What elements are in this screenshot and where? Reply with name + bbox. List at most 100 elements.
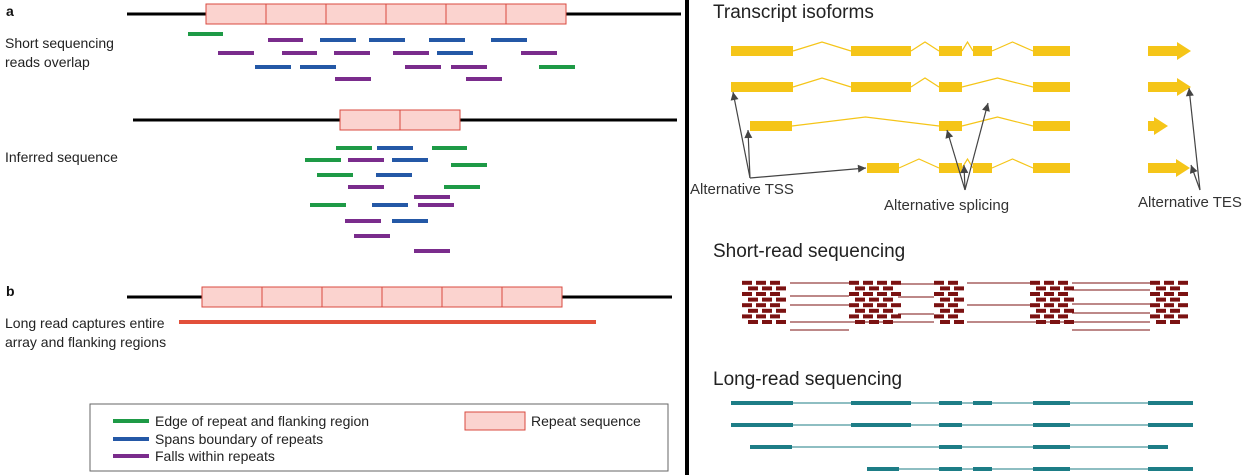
short-read-fragment — [770, 314, 780, 319]
short-read-fragment — [891, 314, 901, 319]
short-read-fragment — [742, 303, 752, 308]
short-read-fragment — [776, 297, 786, 302]
short-read-fragment — [940, 308, 950, 313]
short-read-fragment — [863, 303, 873, 308]
short-read-fragment — [1064, 286, 1074, 291]
legend-repeat-swatch — [464, 411, 526, 431]
short-read-fragment — [1036, 297, 1046, 302]
short-read-fragment — [849, 280, 859, 285]
short-read-fragment — [770, 280, 780, 285]
annotation-arrowhead — [857, 164, 866, 173]
short-read-fragment — [1044, 303, 1054, 308]
exon — [939, 121, 962, 131]
short-read-fragment — [1058, 292, 1068, 296]
repeat-unit — [325, 3, 387, 25]
short-read-fragment — [877, 280, 887, 285]
repeat-unit — [501, 286, 563, 308]
short-read-fragment — [1170, 320, 1180, 324]
short-reads-top — [188, 32, 575, 81]
short-read-fragment — [849, 303, 859, 308]
short-read-fragment — [1030, 314, 1040, 319]
short-read-fragment — [954, 308, 964, 313]
repeat-unit — [265, 3, 327, 25]
short-read-fragment — [1150, 292, 1160, 296]
short-read-fragment — [748, 308, 758, 313]
short-read-fragment — [1064, 308, 1074, 313]
short-read-fragment — [1156, 297, 1166, 302]
short-read-fragment — [954, 297, 964, 302]
intron — [961, 77, 1034, 88]
short-read-fragment — [863, 292, 873, 296]
short-read-fragment — [1036, 286, 1046, 291]
short-read-fragment — [776, 320, 786, 324]
short-reads-inferred — [305, 146, 487, 253]
short-read-fragment — [954, 320, 964, 324]
short-read-fragment — [776, 308, 786, 313]
annotation-arrowhead — [744, 130, 753, 139]
short-read-fragment — [1164, 303, 1174, 308]
short-read-fragment — [756, 292, 766, 296]
repeat-unit — [205, 3, 267, 25]
short-read-fragment — [883, 308, 893, 313]
short-read-fragment — [1164, 280, 1174, 285]
short-read-fragment — [891, 303, 901, 308]
intron — [961, 40, 974, 52]
short-read-fragment — [1058, 303, 1068, 308]
long-read-title: Long-read sequencing — [713, 369, 902, 390]
legend-within-label: Falls within repeats — [155, 448, 275, 464]
short-read-fragment — [934, 292, 944, 296]
short-read-fragment — [1164, 292, 1174, 296]
annotation-line — [747, 129, 751, 179]
annotation-arrowhead — [982, 103, 990, 112]
panel-a-letter: a — [6, 3, 14, 19]
short-read-fragment — [948, 303, 958, 308]
end-exon-arrow — [1148, 42, 1191, 60]
short-read-fragment — [869, 297, 879, 302]
annotation-line — [749, 167, 867, 179]
short-read-fragment — [855, 308, 865, 313]
short-read-fragment — [748, 297, 758, 302]
short-read-fragment — [1156, 320, 1166, 324]
intron — [991, 41, 1034, 52]
short-read-fragment — [770, 303, 780, 308]
short-reads-label-line2: reads overlap — [5, 54, 90, 70]
short-read-title: Short-read sequencing — [713, 241, 905, 262]
alt-splicing-label: Alternative splicing — [884, 197, 1009, 214]
short-read-fragment — [934, 280, 944, 285]
intron — [910, 77, 940, 88]
annotation-arrowhead — [1185, 88, 1194, 97]
short-read-fragment — [770, 292, 780, 296]
short-read-fragment — [948, 292, 958, 296]
short-read-fragment — [1050, 297, 1060, 302]
repeat-array-top — [205, 3, 567, 25]
short-read-fragment — [934, 314, 944, 319]
exon — [1033, 82, 1070, 92]
short-read-fragment — [1170, 297, 1180, 302]
annotation-arrowhead — [960, 165, 969, 174]
short-read-fragment — [1030, 292, 1040, 296]
short-read-fragment — [940, 297, 950, 302]
short-read-fragment — [1170, 286, 1180, 291]
intron — [898, 158, 940, 169]
intron — [792, 41, 852, 52]
short-read-fragment — [1030, 303, 1040, 308]
short-read-fragment — [863, 280, 873, 285]
short-read-fragment — [776, 286, 786, 291]
exon — [731, 82, 793, 92]
exon — [750, 121, 792, 131]
short-read-diagram — [742, 280, 1188, 331]
short-read-fragment — [948, 314, 958, 319]
short-read-fragment — [1044, 314, 1054, 319]
short-read-fragment — [849, 292, 859, 296]
intron — [792, 77, 852, 88]
short-read-fragment — [1156, 308, 1166, 313]
short-read-fragment — [1064, 297, 1074, 302]
exon — [1033, 46, 1070, 56]
exon — [851, 46, 911, 56]
alt-tes-label: Alternative TES — [1138, 194, 1242, 211]
repeat-array-inferred — [339, 109, 461, 131]
repeat-unit — [505, 3, 567, 25]
short-read-fragment — [1178, 314, 1188, 319]
short-read-fragment — [1036, 308, 1046, 313]
